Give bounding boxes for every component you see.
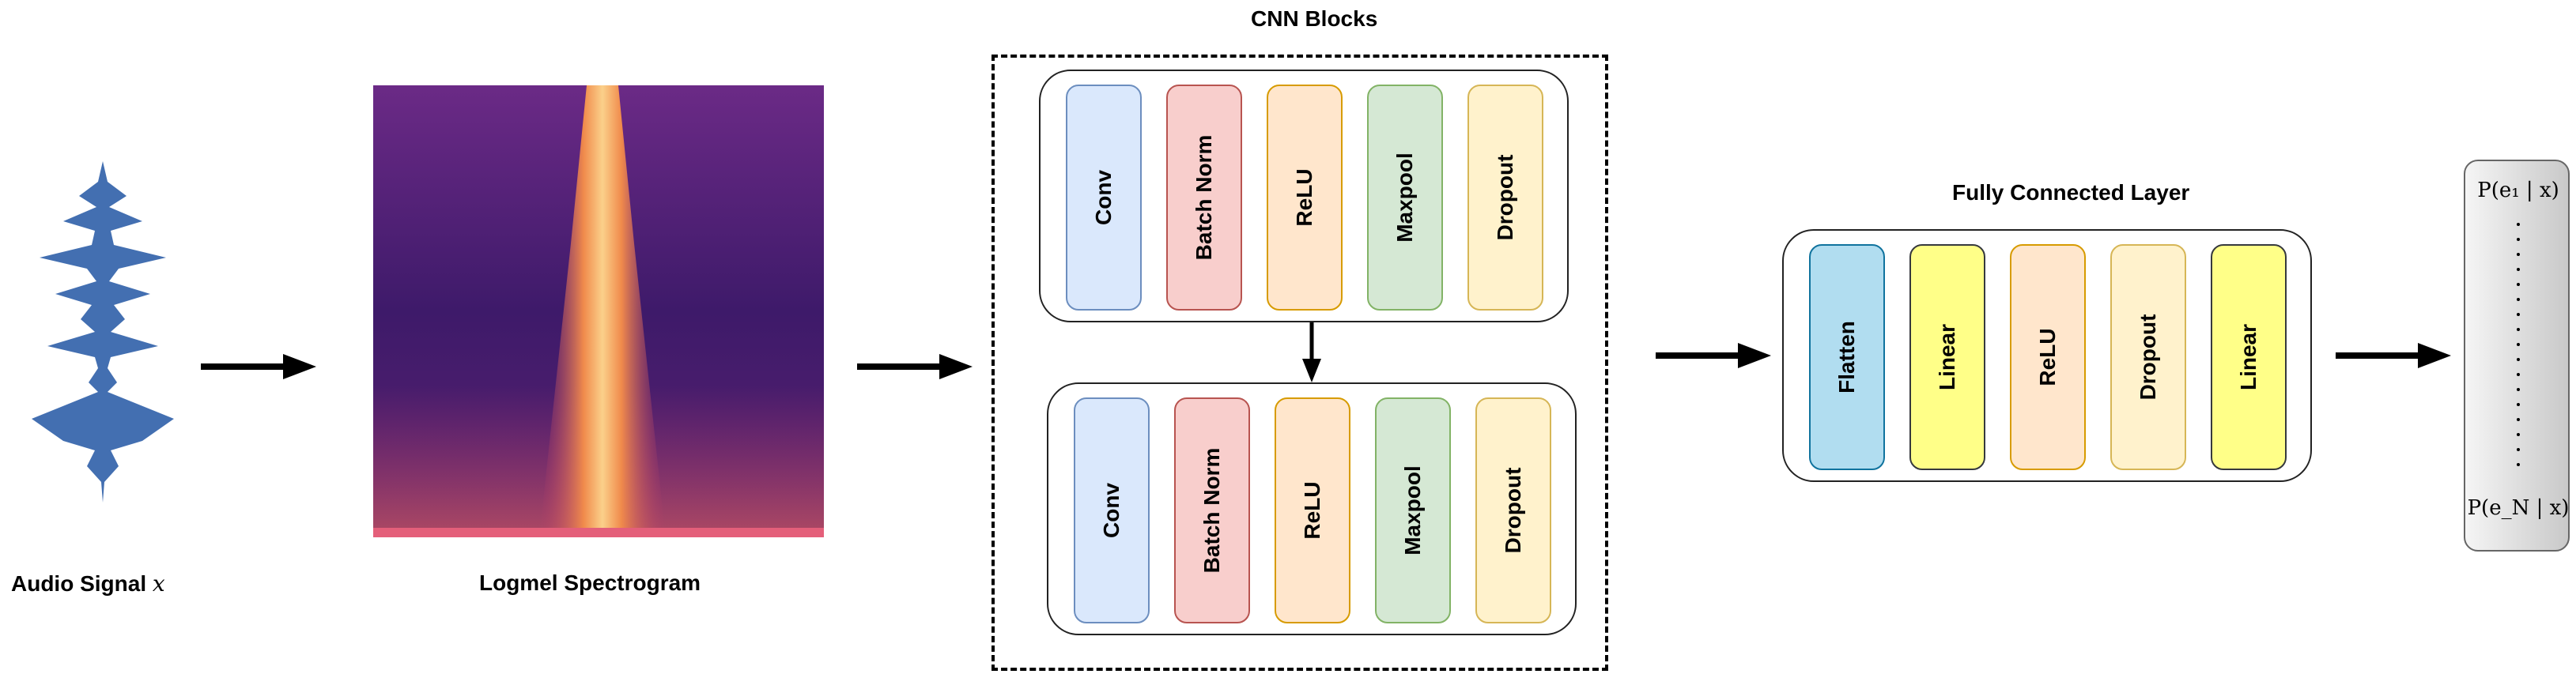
cnn-blocks-title: CNN Blocks [1251, 6, 1378, 31]
relu-layer: ReLU [1275, 397, 1350, 623]
output-prob-first: P(e₁ | x) [2477, 179, 2559, 202]
cnn-blocks-container [991, 55, 1608, 671]
ellipsis-dots [2517, 223, 2520, 478]
linear-layer: Linear [1909, 244, 1985, 470]
maxpool-layer: Maxpool [1375, 397, 1451, 623]
batch-norm-layer: Batch Norm [1174, 397, 1250, 623]
output-probabilities: P(e₁ | x) P(e_N | x) [2464, 160, 2570, 552]
conv-layer: Conv [1066, 85, 1142, 311]
maxpool-layer: Maxpool [1367, 85, 1443, 311]
output-prob-last: P(e_N | x) [2467, 496, 2570, 520]
relu-layer: ReLU [1267, 85, 1343, 311]
dropout-layer: Dropout [1475, 397, 1551, 623]
arrow-block1-to-block2 [1302, 322, 1321, 382]
audio-variable: x [152, 570, 165, 597]
audio-waveform [32, 161, 174, 503]
cnn-block-1: Conv Batch Norm ReLU Maxpool Dropout [1039, 70, 1569, 322]
arrow-spectrogram-to-cnn [857, 354, 973, 379]
flatten-layer: Flatten [1809, 244, 1885, 470]
arrow-fc-to-output [2336, 343, 2451, 368]
linear-layer: Linear [2211, 244, 2287, 470]
relu-layer: ReLU [2010, 244, 2086, 470]
cnn-block-2: Conv Batch Norm ReLU Maxpool Dropout [1047, 382, 1577, 635]
dropout-layer: Dropout [2110, 244, 2186, 470]
arrow-audio-to-spectrogram [201, 354, 316, 379]
arrow-cnn-to-fc [1656, 343, 1771, 368]
audio-signal-label: Audio Signal x [11, 570, 165, 597]
fully-connected-block: Flatten Linear ReLU Dropout Linear [1782, 229, 2312, 482]
batch-norm-layer: Batch Norm [1166, 85, 1242, 311]
fc-layer-title: Fully Connected Layer [1952, 180, 2190, 205]
conv-layer: Conv [1074, 397, 1150, 623]
spectrogram-label: Logmel Spectrogram [479, 570, 701, 595]
logmel-spectrogram [373, 85, 824, 537]
dropout-layer: Dropout [1467, 85, 1543, 311]
